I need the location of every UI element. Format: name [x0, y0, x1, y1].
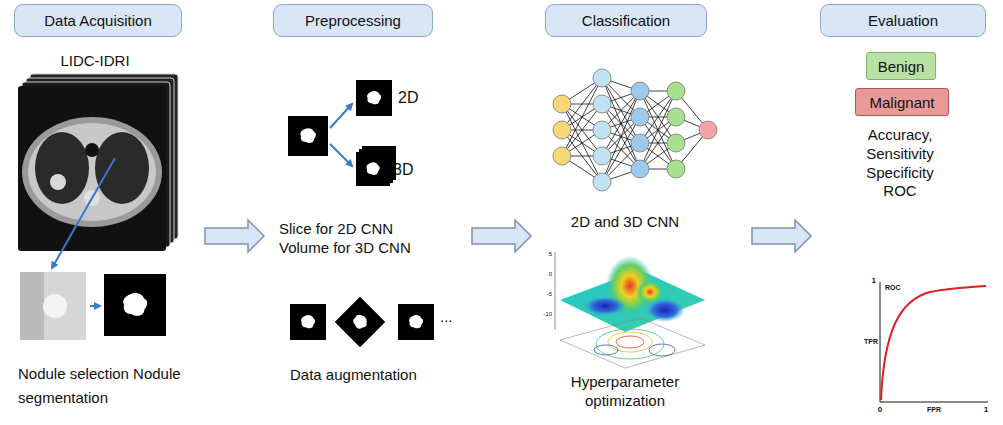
nn-link [562, 104, 602, 182]
node-text: Evaluation [868, 12, 938, 29]
nn-neuron [553, 95, 571, 113]
nn-neuron [593, 147, 611, 165]
node-text: Data Acquisition [44, 12, 152, 29]
label-text: Accuracy, Sensitivity Specificity ROC [850, 126, 950, 201]
nn-neuron [593, 173, 611, 191]
label-text: Slice for 2D CNN Volume for 3D CNN [279, 220, 439, 258]
node-text: Preprocessing [305, 12, 401, 29]
label-text: FPR [922, 406, 946, 415]
nn-link [640, 91, 676, 169]
label-text: -5 [540, 291, 552, 299]
label-text: 2D and 3D CNN [555, 213, 695, 232]
nn-neuron [553, 147, 571, 165]
nn-neuron [593, 69, 611, 87]
label-text: ROC [885, 284, 909, 293]
label-text: 0 [874, 405, 886, 415]
node-text: Malignant [869, 94, 934, 111]
label-text: Nodule selection Nodule segmentation [18, 362, 188, 410]
label-text: 5 [540, 251, 552, 259]
nn-neuron [667, 134, 685, 152]
stage-header: Data Acquisition [14, 4, 182, 37]
nn-neuron [667, 108, 685, 126]
label-text: 1 [866, 276, 876, 286]
label-text: Hyperparameter optimization [555, 373, 695, 411]
nn-link [640, 91, 676, 169]
nn-neuron [667, 82, 685, 100]
label-text: -10 [540, 311, 552, 319]
stage-header: Classification [545, 4, 707, 37]
stage-header: Evaluation [820, 4, 986, 37]
class-box: Malignant [855, 88, 949, 116]
node-text: Benign [878, 58, 925, 75]
nn-neuron [593, 121, 611, 139]
nn-neuron [631, 160, 649, 178]
class-box: Benign [866, 52, 936, 80]
stage-header: Preprocessing [273, 4, 433, 37]
nn-neuron [699, 121, 717, 139]
label-text: TPR [858, 338, 878, 347]
nn-neuron [593, 95, 611, 113]
label-text: Data augmentation [290, 366, 440, 385]
label-text: ... [440, 308, 464, 327]
nn-neuron [667, 160, 685, 178]
nn-neuron [631, 108, 649, 126]
label-text: 2D [398, 88, 428, 108]
node-text: Classification [582, 12, 670, 29]
nn-neuron [631, 134, 649, 152]
label-text: LIDC-IDRI [40, 52, 150, 71]
label-text: 1 [980, 405, 992, 415]
nn-neuron [553, 121, 571, 139]
nn-neuron [631, 82, 649, 100]
label-text: 3D [393, 160, 423, 180]
label-text: 0 [540, 271, 552, 279]
nn-link [562, 78, 602, 156]
